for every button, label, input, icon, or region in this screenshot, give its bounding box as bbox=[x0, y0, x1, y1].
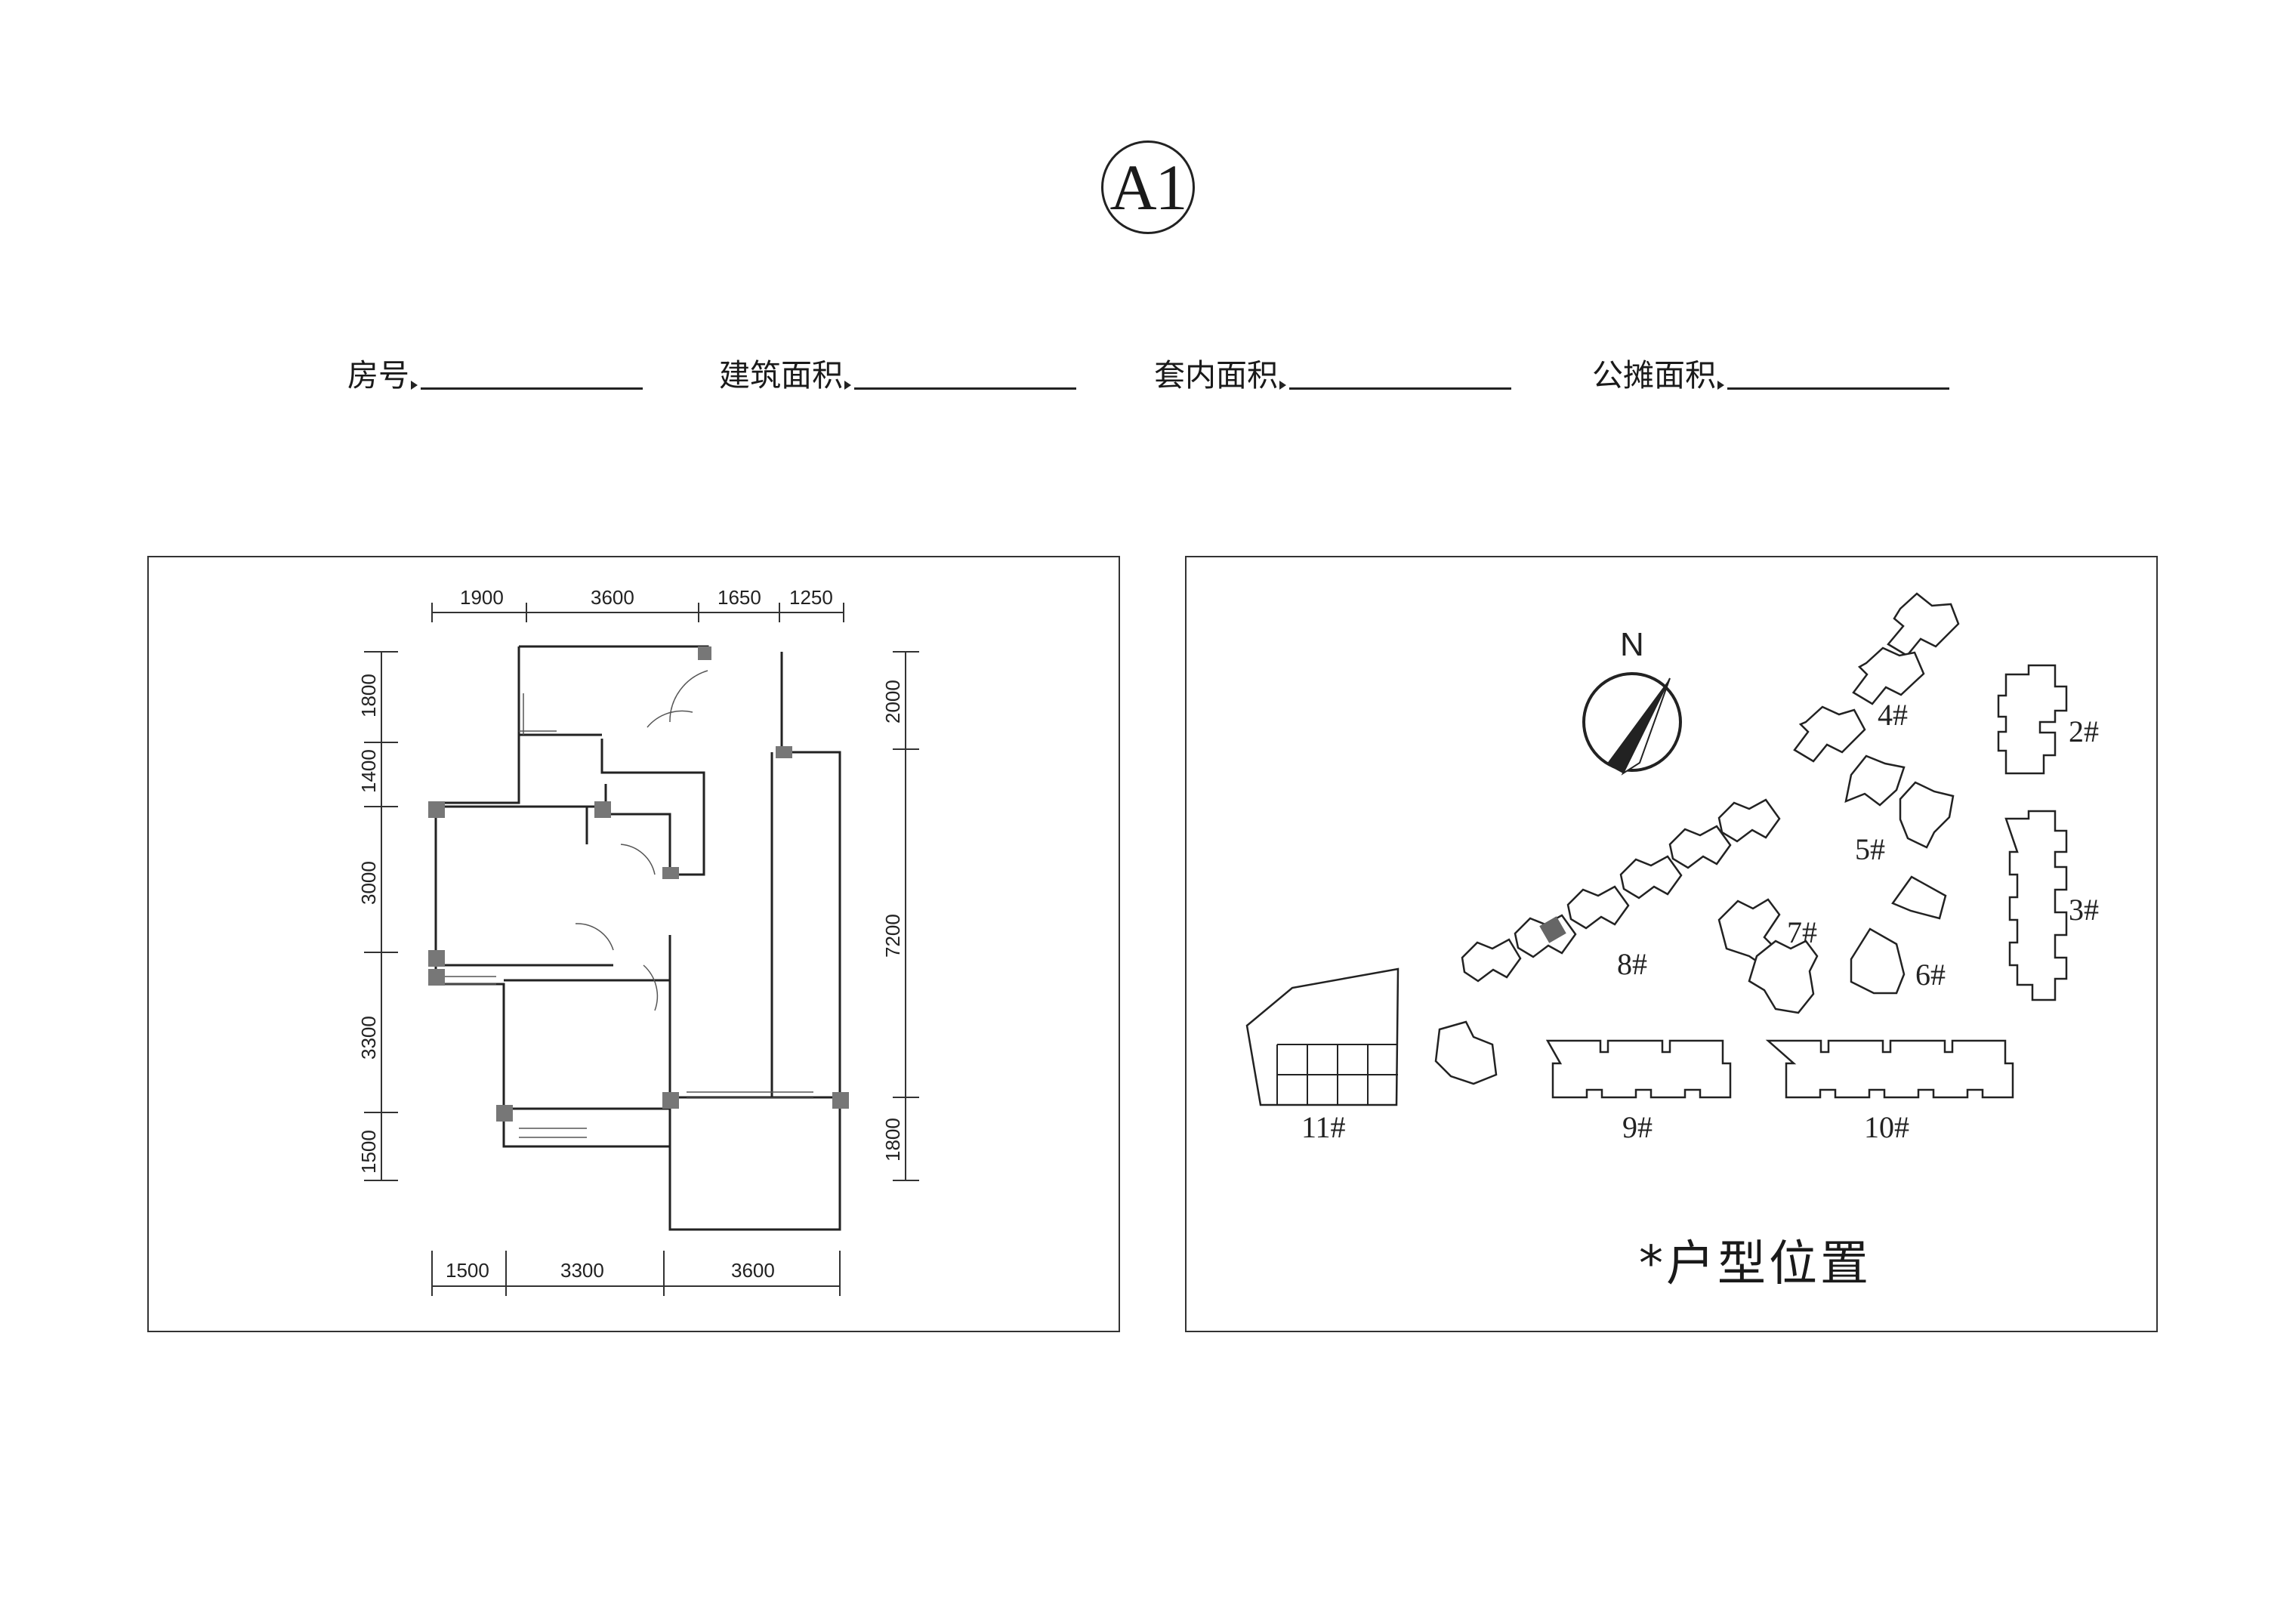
building-area-field: 建筑面积 bbox=[719, 349, 1076, 394]
building-8-label: 8# bbox=[1617, 947, 1647, 981]
building-3-label: 3# bbox=[2069, 893, 2099, 927]
building-2-label: 2# bbox=[2069, 714, 2099, 748]
building-9-label: 9# bbox=[1622, 1110, 1653, 1144]
building-area-label: 建筑面积 bbox=[719, 357, 843, 393]
unit-location-marker bbox=[1539, 916, 1566, 943]
dim-bottom-1: 1500 bbox=[446, 1259, 489, 1282]
dim-right-2: 7200 bbox=[881, 914, 904, 958]
building-7-label: 7# bbox=[1787, 915, 1817, 949]
dim-left-3: 3000 bbox=[357, 861, 380, 905]
building-11-label: 11# bbox=[1301, 1110, 1346, 1144]
arrow-icon bbox=[1717, 381, 1724, 390]
floor-plan-panel: 1900 3600 1650 1250 1500 3300 3600 1800 … bbox=[147, 556, 1120, 1332]
arrow-icon bbox=[411, 381, 418, 390]
shared-area-blank[interactable] bbox=[1727, 387, 1949, 390]
room-number-blank[interactable] bbox=[421, 387, 643, 390]
arrow-icon bbox=[844, 381, 851, 390]
building-6-label: 6# bbox=[1915, 958, 1946, 992]
dim-left-5: 1500 bbox=[357, 1130, 380, 1174]
compass-icon: N bbox=[1582, 626, 1682, 776]
dim-bottom-2: 3300 bbox=[560, 1259, 604, 1282]
dim-left-2: 1400 bbox=[357, 749, 380, 793]
floor-plan-drawing: 1900 3600 1650 1250 1500 3300 3600 1800 … bbox=[357, 586, 919, 1296]
dim-left-4: 3300 bbox=[357, 1016, 380, 1060]
interior-area-label: 套内面积 bbox=[1154, 357, 1278, 393]
building-4-label: 4# bbox=[1878, 698, 1908, 732]
site-plan-panel: N bbox=[1185, 556, 2158, 1332]
unit-type-label: A1 bbox=[1109, 151, 1187, 224]
site-plan-drawing: N bbox=[1245, 592, 2099, 1144]
shared-area-field: 公摊面积 bbox=[1592, 349, 1949, 394]
room-number-field: 房号 bbox=[347, 349, 643, 394]
dim-right-1: 2000 bbox=[881, 680, 904, 724]
dim-top-3: 1650 bbox=[718, 586, 761, 609]
dim-left-1: 1800 bbox=[357, 674, 380, 717]
north-label: N bbox=[1620, 626, 1644, 663]
shared-area-label: 公摊面积 bbox=[1592, 357, 1716, 393]
dim-top-2: 3600 bbox=[591, 586, 634, 609]
arrow-icon bbox=[1279, 381, 1286, 390]
interior-area-field: 套内面积 bbox=[1154, 349, 1511, 394]
building-area-blank[interactable] bbox=[854, 387, 1076, 390]
unit-location-caption: *户型位置 bbox=[1639, 1236, 1872, 1292]
dim-top-1: 1900 bbox=[460, 586, 504, 609]
building-5-label: 5# bbox=[1855, 832, 1885, 866]
unit-type-badge: A1 bbox=[1101, 140, 1195, 234]
dim-right-3: 1800 bbox=[881, 1118, 904, 1162]
dim-top-4: 1250 bbox=[789, 586, 833, 609]
interior-area-blank[interactable] bbox=[1289, 387, 1511, 390]
room-number-label: 房号 bbox=[347, 357, 409, 393]
building-10-label: 10# bbox=[1864, 1110, 1909, 1144]
dim-bottom-3: 3600 bbox=[731, 1259, 775, 1282]
